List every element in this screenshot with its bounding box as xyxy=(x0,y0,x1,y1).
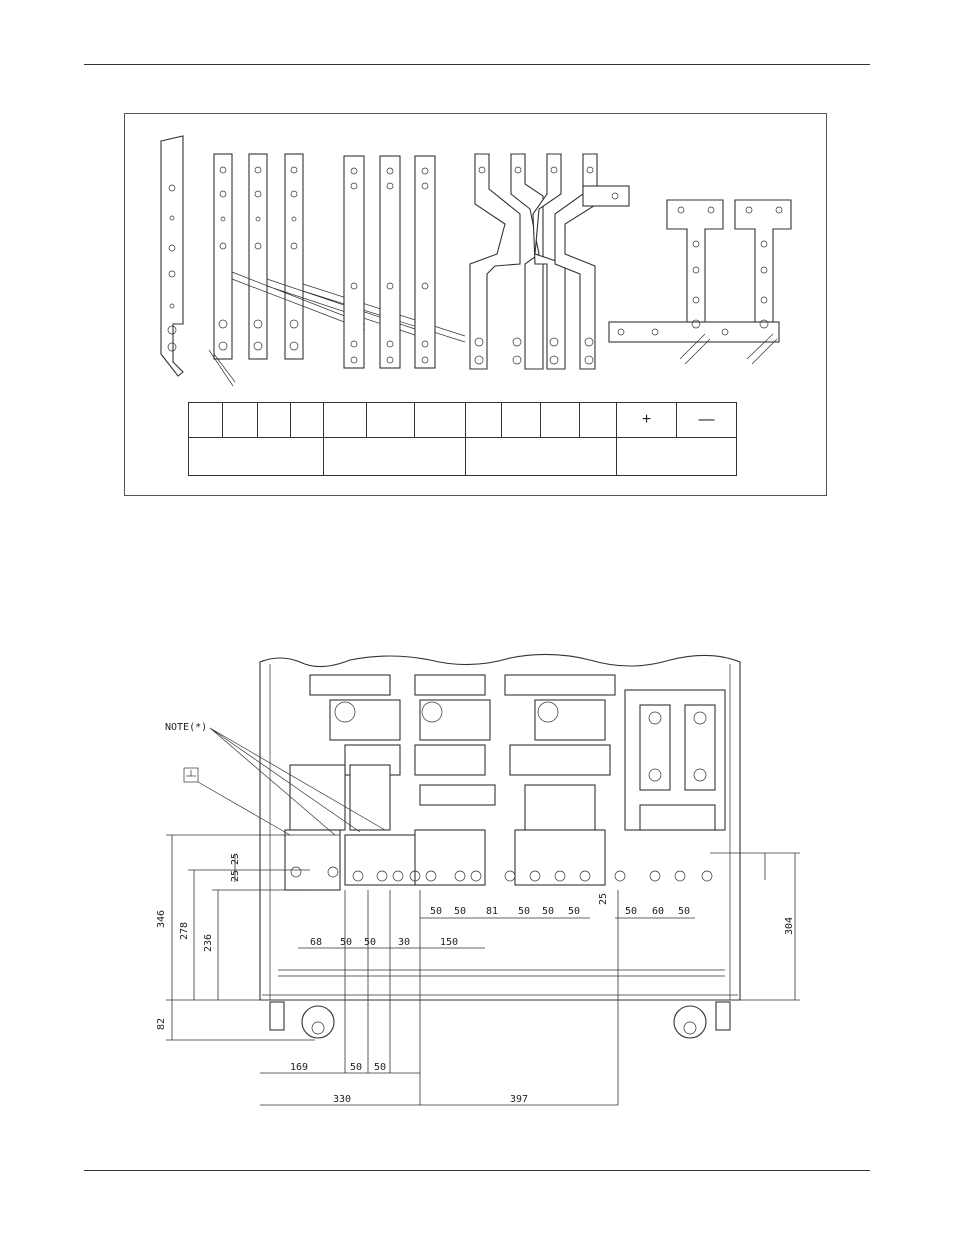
dim-60: 60 xyxy=(652,906,664,917)
dim-150: 150 xyxy=(440,937,458,948)
cabinet-outline xyxy=(259,653,741,1001)
terminal-cell xyxy=(366,402,415,438)
busbar-output-set xyxy=(343,155,436,369)
dim-50-d: 50 xyxy=(454,906,466,917)
busbar-drawing xyxy=(160,135,792,387)
dim-81: 81 xyxy=(486,906,498,917)
dimension-labels: 346 278 236 82 25 25 25 304 68 50 50 30 … xyxy=(156,853,795,1105)
battery-breaker-enclosure xyxy=(624,689,726,831)
dim-50-a: 50 xyxy=(340,937,352,948)
dim-25-mid: 25 xyxy=(598,893,609,905)
terminal-cell xyxy=(465,402,502,438)
dim-50-j: 50 xyxy=(350,1062,362,1073)
busbar-ground xyxy=(160,135,184,377)
terminal-cell xyxy=(414,402,466,438)
cabinet-terminal-drawing: NOTE(*) 34 xyxy=(156,653,800,1106)
dim-50-f: 50 xyxy=(542,906,554,917)
terminal-cell xyxy=(579,402,617,438)
dim-50-b: 50 xyxy=(364,937,376,948)
dim-304: 304 xyxy=(784,917,795,935)
terminal-cell xyxy=(323,402,367,438)
dim-236: 236 xyxy=(203,934,214,952)
dim-25-left: 25 xyxy=(230,853,241,865)
dim-50-c: 50 xyxy=(430,906,442,917)
dim-278: 278 xyxy=(179,922,190,940)
terminal-cell xyxy=(257,402,291,438)
dim-50-h: 50 xyxy=(625,906,637,917)
dim-50-g: 50 xyxy=(568,906,580,917)
dim-346: 346 xyxy=(156,910,167,928)
terminal-cell xyxy=(290,402,324,438)
top-rule xyxy=(84,64,870,65)
terminal-plus: + xyxy=(616,402,677,438)
dim-68: 68 xyxy=(310,937,322,948)
note-label: NOTE(*) xyxy=(165,722,207,733)
dim-82: 82 xyxy=(156,1018,167,1030)
busbar-parts-panel: + — xyxy=(124,113,827,496)
terminal-cell xyxy=(501,402,541,438)
terminal-label-table: + — xyxy=(188,402,737,476)
dim-50-k: 50 xyxy=(374,1062,386,1073)
terminal-cell xyxy=(188,402,223,438)
terminal-minus: — xyxy=(676,402,737,438)
terminal-row xyxy=(284,829,713,891)
terminal-cell xyxy=(540,402,580,438)
dimension-lines xyxy=(166,834,800,1106)
terminal-group-cell xyxy=(465,437,617,476)
ground-symbol xyxy=(183,767,291,836)
terminal-group-cell xyxy=(188,437,324,476)
dim-330: 330 xyxy=(333,1094,351,1105)
caster-wheels xyxy=(269,1001,731,1039)
terminal-group-cell xyxy=(616,437,737,476)
busbar-bypass-set xyxy=(469,153,630,370)
note-callout: NOTE(*) xyxy=(165,722,386,836)
bottom-rule xyxy=(84,1170,870,1171)
dim-169: 169 xyxy=(290,1062,308,1073)
busbar-input-set xyxy=(208,153,466,387)
terminal-cell xyxy=(222,402,258,438)
dim-25-left-b: 25 xyxy=(230,870,241,882)
dim-30: 30 xyxy=(398,937,410,948)
dim-50-i: 50 xyxy=(678,906,690,917)
terminal-group-cell xyxy=(323,437,466,476)
breaker-row xyxy=(289,674,616,831)
dim-50-e: 50 xyxy=(518,906,530,917)
dim-397: 397 xyxy=(510,1094,528,1105)
busbar-battery-set xyxy=(608,199,792,365)
